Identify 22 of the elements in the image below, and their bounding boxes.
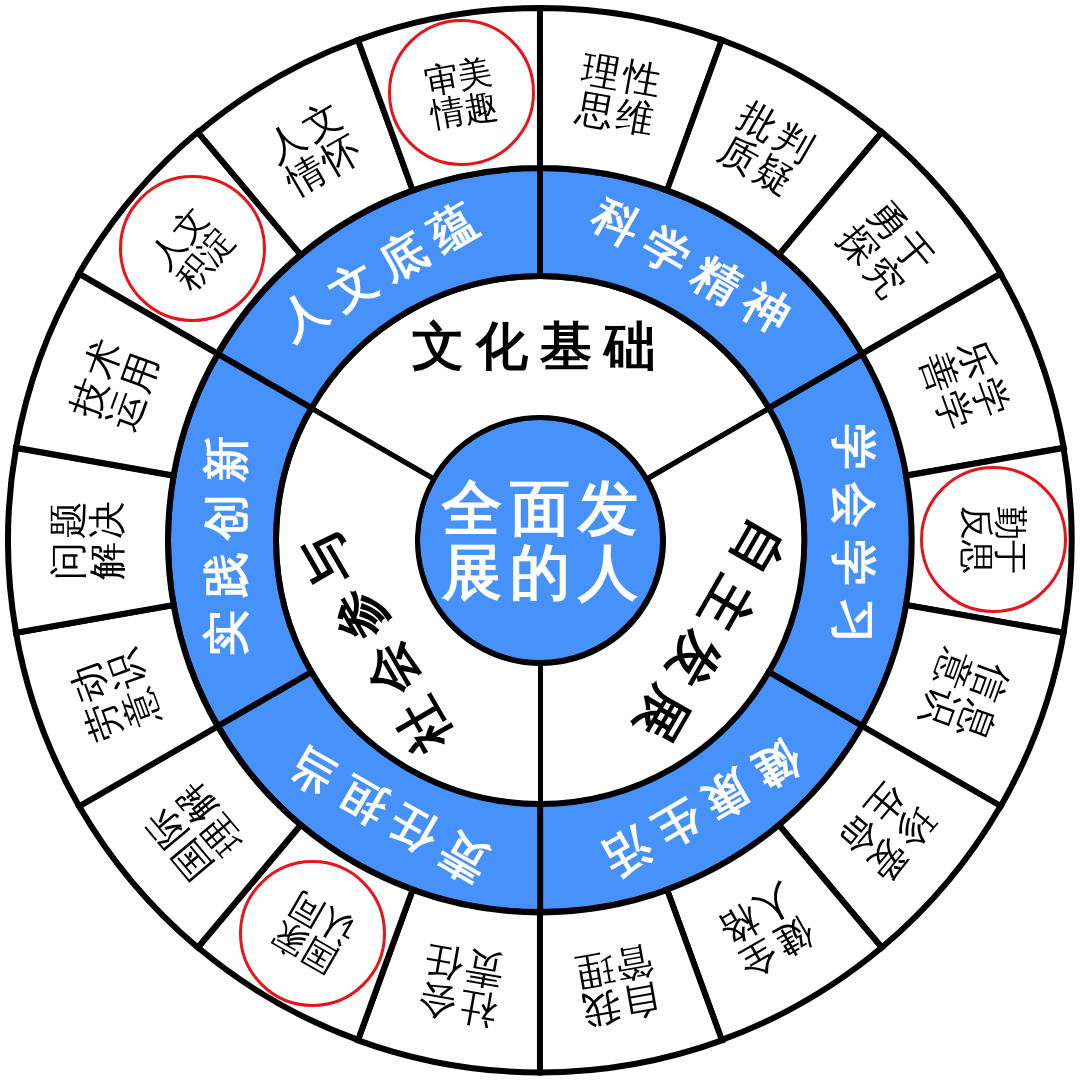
outer-ring-label: 人文积淀 xyxy=(143,199,241,297)
outer-ring-label: 健全人格 xyxy=(708,875,823,987)
inner-ring-label: 文化基础 xyxy=(412,319,668,373)
outer-ring-label: 人文情怀 xyxy=(257,93,372,205)
outer-ring-label: 批判质疑 xyxy=(710,93,824,205)
outer-ring-label: 勤于反思 xyxy=(960,505,1028,575)
outer-ring-label: 珍爱生命 xyxy=(828,772,945,889)
outer-ring-label: 国际理解 xyxy=(135,772,252,889)
outer-ring-label: 劳动意识 xyxy=(63,640,167,749)
outer-ring-label: 自我管理 xyxy=(568,939,666,1032)
center-label: 全面发展的人 xyxy=(440,476,647,604)
outer-ring-label: 国家认同 xyxy=(265,886,361,981)
outer-ring-label: 理性思维 xyxy=(571,48,669,141)
outer-ring-label: 社会责任 xyxy=(411,939,509,1032)
middle-ring-label: 学会学习 xyxy=(831,424,877,656)
middle-ring-label: 实践创新 xyxy=(203,424,249,656)
outer-ring-label: 乐学善学 xyxy=(913,332,1017,440)
outer-ring-label: 信息意识 xyxy=(913,642,1017,749)
outer-ring-label: 技术运用 xyxy=(63,331,167,439)
outer-ring-label: 勇于探究 xyxy=(828,191,945,308)
outer-ring-label: 问题解决 xyxy=(49,496,127,582)
outer-ring-label: 审美情趣 xyxy=(420,53,502,133)
